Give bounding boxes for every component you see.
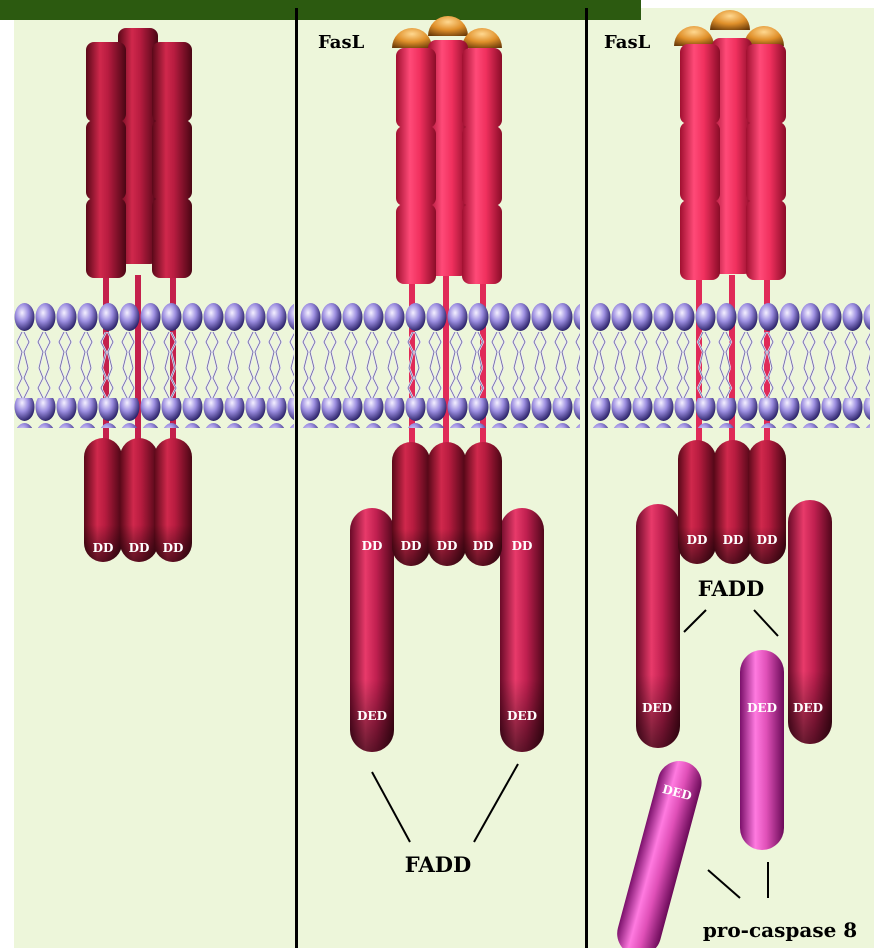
fadd-ded-label: DED [507, 709, 537, 723]
cell-membrane [300, 302, 580, 428]
pro-caspase-8-label: pro-caspase 8 [703, 918, 857, 942]
cell-membrane [14, 302, 294, 428]
fadd-ded-label: DED [357, 709, 387, 723]
dd-label: DD [687, 533, 708, 547]
panel-divider [295, 8, 298, 948]
fadd-dd-label: DD [362, 539, 383, 553]
fasl-label: FasL [604, 32, 651, 53]
title-bar [0, 0, 641, 20]
dd-label: DD [757, 533, 778, 547]
dd-label: DD [129, 541, 150, 555]
receptor-death-domains: DD DD DD [392, 442, 502, 566]
dd-label: DD [437, 539, 458, 553]
fadd-label: FADD [405, 852, 471, 877]
fadd-ded-label: DED [793, 701, 823, 715]
fadd-ded-label: DED [642, 701, 672, 715]
cell-membrane [590, 302, 870, 428]
dd-label: DD [723, 533, 744, 547]
receptor-extracellular [680, 38, 786, 280]
fasl-label: FasL [318, 32, 365, 53]
receptor-death-domains: DD DD DD [678, 440, 786, 564]
receptor-extracellular [86, 28, 192, 278]
dd-label: DD [93, 541, 114, 555]
panel-divider [585, 8, 588, 948]
receptor-death-domains: DD DD DD [84, 438, 192, 562]
receptor-extracellular [396, 40, 502, 284]
dd-label: DD [473, 539, 494, 553]
fadd-label: FADD [698, 576, 764, 601]
dd-label: DD [163, 541, 184, 555]
caspase-ded-label: DED [747, 701, 777, 715]
fadd-dd-label: DD [512, 539, 533, 553]
dd-label: DD [401, 539, 422, 553]
